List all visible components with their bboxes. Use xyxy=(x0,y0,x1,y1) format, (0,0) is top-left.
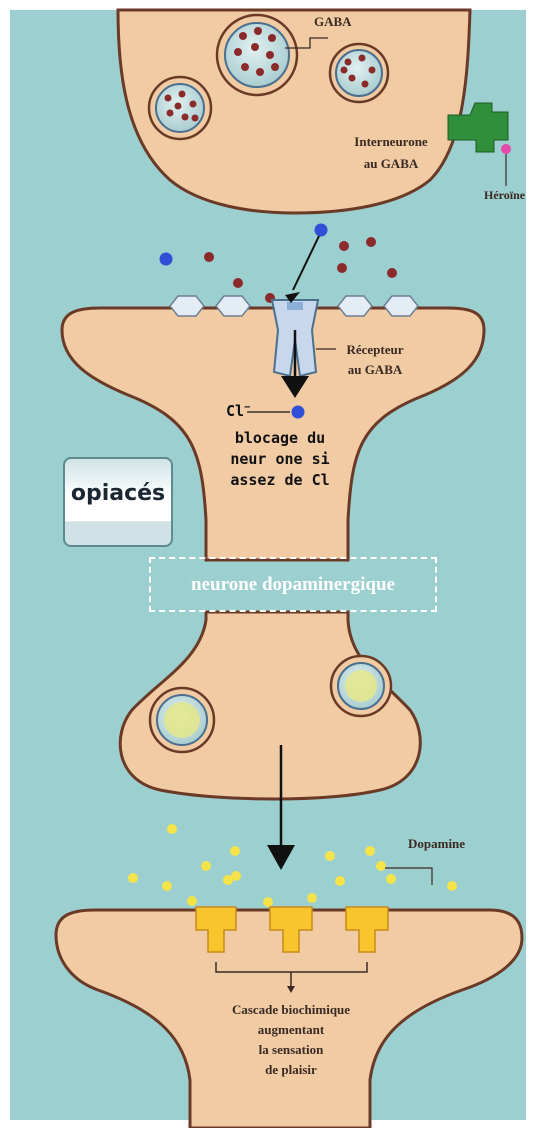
dopamine-vesicle-2 xyxy=(331,656,391,716)
cascade-label-line4: de plaisir xyxy=(196,1060,386,1080)
blocage-label-line1: blocage du xyxy=(214,428,346,449)
chloride-ion-free-2 xyxy=(315,224,328,237)
opiaces-button[interactable]: opiacés xyxy=(63,457,173,547)
cl-label: Cl− xyxy=(226,402,250,420)
interneurone-label: Interneurone au GABA xyxy=(336,134,446,172)
blocage-label: blocage du neur one si assez de Cl xyxy=(214,428,346,491)
dopamine-label: Dopamine xyxy=(408,836,465,852)
blocage-label-line2: neur one si xyxy=(214,449,346,470)
neurone-dopaminergique-box: neurone dopaminergique xyxy=(149,557,437,612)
recepteur-label: Récepteur au GABA xyxy=(333,342,417,378)
gaba-label: GABA xyxy=(314,14,352,30)
opiaces-label: opiacés xyxy=(65,481,171,506)
cascade-label-line2: augmentant xyxy=(196,1020,386,1040)
gaba-vesicle-1 xyxy=(217,15,297,95)
chloride-ion-free-1 xyxy=(160,253,173,266)
heroin-molecule xyxy=(501,144,511,154)
cascade-label-line1: Cascade biochimique xyxy=(196,1000,386,1020)
cl-label-charge: − xyxy=(244,402,250,413)
cascade-label: Cascade biochimique augmentant la sensat… xyxy=(196,1000,386,1080)
blocage-label-line3: assez de Cl xyxy=(214,470,346,491)
recepteur-label-line1: Récepteur xyxy=(333,342,417,358)
interneurone-label-line1: Interneurone xyxy=(336,134,446,150)
interneurone-label-line2: au GABA xyxy=(336,156,446,172)
cl-label-text: Cl xyxy=(226,402,244,420)
heroine-label: Héroïne xyxy=(484,188,525,203)
chloride-ion-inside xyxy=(292,406,305,419)
neurone-dopaminergique-label: neurone dopaminergique xyxy=(151,574,435,596)
cascade-label-line3: la sensation xyxy=(196,1040,386,1060)
recepteur-label-line2: au GABA xyxy=(333,362,417,378)
gaba-vesicle-2 xyxy=(330,44,388,102)
dopamine-vesicle-1 xyxy=(150,688,214,752)
